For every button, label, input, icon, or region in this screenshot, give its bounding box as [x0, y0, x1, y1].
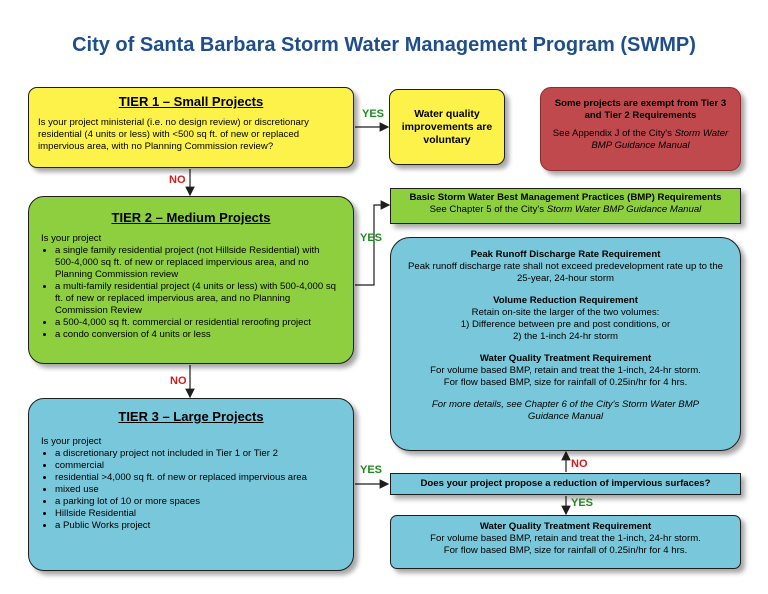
- wq-box: Water Quality Treatment Requirement For …: [390, 515, 741, 569]
- bmp-sub: See Chapter 5 of the City's Storm Water …: [429, 204, 702, 215]
- yes-label-question: YES: [571, 497, 594, 509]
- voluntary-text: Water quality improvements are voluntary: [401, 107, 493, 146]
- list-item: a discretionary project not included in …: [55, 448, 341, 460]
- tier3-header: TIER 3 – Large Projects: [118, 409, 264, 424]
- details-text: For more details, see Chapter 6 of the C…: [431, 399, 700, 422]
- wq-box-text1: For volume based BMP, retain and treat t…: [430, 533, 701, 544]
- peak-title: Peak Runoff Discharge Rate Requirement: [470, 249, 661, 260]
- list-item: residential >4,000 sq ft. of new or repl…: [55, 472, 341, 484]
- exempt-line1: Some projects are exempt from Tier 3 and…: [554, 98, 727, 121]
- yes-label-tier3: YES: [360, 464, 383, 476]
- wq-title: Water Quality Treatment Requirement: [479, 353, 652, 364]
- no-label-tier2: NO: [170, 375, 187, 387]
- tier3-list: a discretionary project not included in …: [41, 448, 341, 532]
- peak-text: Peak runoff discharge rate shall not exc…: [407, 261, 724, 284]
- bmp-box: Basic Storm Water Best Management Practi…: [390, 188, 741, 224]
- list-item: commercial: [55, 460, 341, 472]
- tier2-intro: Is your project: [41, 233, 102, 244]
- tier1-question: Is your project ministerial (i.e. no des…: [38, 117, 309, 152]
- question-text: Does your project propose a reduction of…: [420, 478, 711, 489]
- tier3-intro: Is your project: [41, 436, 102, 447]
- exempt-box: Some projects are exempt from Tier 3 and…: [540, 87, 741, 171]
- list-item: a single family residential project (not…: [55, 245, 341, 281]
- requirements-box: Peak Runoff Discharge Rate Requirement P…: [390, 237, 741, 451]
- volume-text2: 1) Difference between pre and post condi…: [460, 319, 671, 330]
- yes-label-tier2: YES: [360, 232, 383, 244]
- list-item: a condo conversion of 4 units or less: [55, 329, 341, 341]
- list-item: mixed use: [55, 484, 341, 496]
- yes-label-tier1: YES: [362, 108, 385, 120]
- no-label-question: NO: [571, 458, 588, 470]
- tier1-box: TIER 1 – Small Projects Is your project …: [28, 87, 354, 168]
- exempt-line2: See Appendix J of the City's Storm Water…: [552, 128, 729, 151]
- arrow-tier2-to-bmp: [355, 200, 391, 286]
- tier1-header: TIER 1 – Small Projects: [118, 94, 264, 109]
- wq-box-title: Water Quality Treatment Requirement: [479, 521, 652, 532]
- wq-text2: For flow based BMP, size for rainfall of…: [443, 377, 688, 388]
- tier2-box: TIER 2 – Medium Projects Is your project…: [28, 196, 354, 364]
- tier2-list: a single family residential project (not…: [41, 245, 341, 341]
- volume-text1: Retain on-site the larger of the two vol…: [471, 307, 660, 318]
- tier3-box: TIER 3 – Large Projects Is your project …: [28, 398, 354, 571]
- wq-text1: For volume based BMP, retain and treat t…: [430, 365, 701, 376]
- list-item: Hillside Residential: [55, 508, 341, 520]
- tier2-header: TIER 2 – Medium Projects: [111, 210, 271, 225]
- no-label-tier1: NO: [169, 174, 186, 186]
- list-item: a multi-family residential project (4 un…: [55, 281, 341, 317]
- list-item: a Public Works project: [55, 520, 341, 532]
- volume-text3: 2) the 1-inch 24-hr storm: [512, 331, 619, 342]
- list-item: a 500-4,000 sq ft. commercial or residen…: [55, 317, 341, 329]
- question-box: Does your project propose a reduction of…: [390, 473, 741, 495]
- page-title: City of Santa Barbara Storm Water Manage…: [72, 34, 696, 56]
- wq-box-text2: For flow based BMP, size for rainfall of…: [443, 545, 688, 556]
- list-item: a parking lot of 10 or more spaces: [55, 496, 341, 508]
- voluntary-box: Water quality improvements are voluntary: [389, 89, 505, 165]
- bmp-title: Basic Storm Water Best Management Practi…: [409, 192, 722, 203]
- volume-title: Volume Reduction Requirement: [493, 295, 638, 306]
